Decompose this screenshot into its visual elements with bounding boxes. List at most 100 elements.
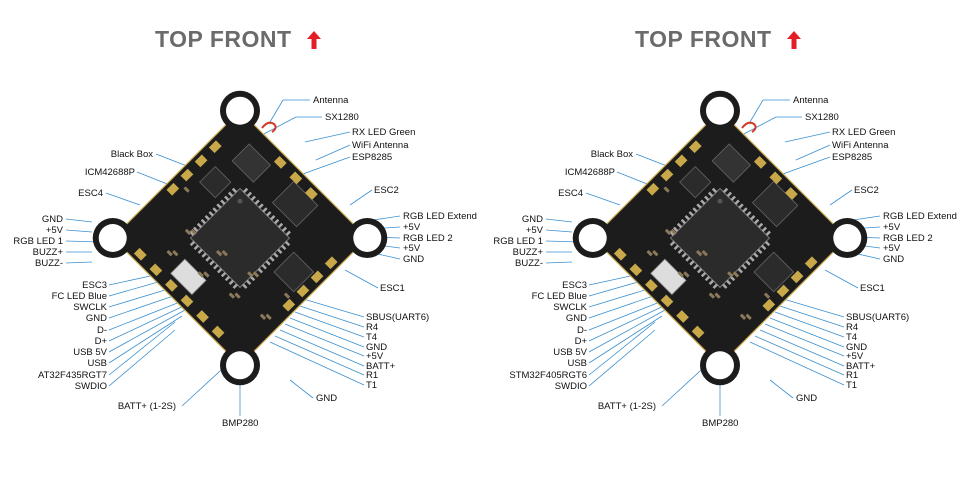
mount-hole: [98, 224, 127, 252]
label-gnd-l: GND: [521, 214, 543, 225]
connector: [650, 258, 687, 296]
mcu-pin: [281, 226, 288, 232]
leader-line: [545, 218, 573, 223]
passive-component: [228, 292, 236, 299]
label-buzz-plus: BUZZ+: [32, 247, 63, 258]
mcu-pin: [684, 215, 690, 221]
leader-line: [588, 321, 656, 376]
solder-pad: [785, 187, 798, 200]
mcu-pin: [734, 199, 740, 205]
mcu-pin: [688, 211, 694, 217]
solder-pad: [180, 294, 194, 308]
mcu-pin: [257, 268, 263, 274]
mcu-pin: [712, 283, 718, 289]
leader-line: [769, 379, 794, 399]
mcu-pin: [196, 222, 203, 229]
mcu-pin: [262, 207, 268, 213]
mcu-pin: [270, 215, 276, 221]
passive-component: [677, 271, 684, 278]
label-rgb-extend: RGB LED Extend: [883, 211, 957, 222]
mount-hole: [706, 96, 734, 125]
leader-line: [779, 297, 845, 318]
label-5v-r1: +5V: [403, 222, 421, 233]
leader-line: [108, 315, 183, 364]
panel-title: TOP FRONT: [635, 26, 772, 52]
leader-line: [299, 305, 365, 328]
label-buzz-minus: BUZZ-: [35, 258, 63, 269]
mcu-pin: [273, 218, 280, 225]
mcu-pin: [208, 211, 214, 217]
mcu-pin: [224, 195, 230, 201]
passive-component: [215, 250, 223, 257]
mcu-pin: [738, 203, 744, 209]
mcu-pin: [676, 222, 683, 229]
mcu-pin: [708, 279, 714, 286]
mcu-pin: [285, 230, 291, 236]
mcu-pin: [681, 252, 687, 258]
solder-pad: [613, 247, 627, 261]
label-icm42688p: ICM42688P: [84, 167, 135, 178]
connector: [170, 258, 207, 296]
solder-pad: [180, 168, 194, 182]
label-gnd-bottom: GND: [796, 393, 818, 404]
leader-line: [795, 144, 831, 161]
label-esc1: ESC1: [860, 283, 885, 294]
leader-line: [769, 317, 845, 348]
pcb-board: [92, 90, 388, 386]
mcu-pin: [757, 222, 764, 229]
label-gnd-b: GND: [366, 342, 388, 353]
mcu-pin: [217, 268, 223, 274]
leader-line: [294, 311, 365, 338]
mcu-pin: [764, 240, 771, 247]
passive-component: [739, 313, 747, 321]
mcu-pin: [192, 226, 199, 232]
mcu-pin: [277, 222, 284, 229]
label-5v-r1: +5V: [883, 222, 901, 233]
label-5v-r2: +5V: [883, 243, 901, 254]
solder-pad: [196, 310, 209, 323]
label-swclk: SWCLK: [73, 302, 107, 313]
leader-line: [588, 274, 636, 286]
label-gnd-r: GND: [883, 254, 905, 265]
leader-line: [289, 317, 365, 348]
flash-chip: [231, 143, 271, 183]
mcu-pin: [232, 283, 238, 289]
passive-component: [732, 271, 740, 278]
mcu-pin: [685, 256, 691, 262]
passive-component: [166, 250, 173, 257]
solder-pad: [674, 154, 688, 168]
leader-line: [304, 131, 351, 143]
label-r1: R1: [366, 370, 379, 381]
solder-pad: [273, 155, 287, 169]
label-esc3: ESC3: [82, 280, 107, 291]
mcu-pin: [205, 256, 211, 262]
board-diagram-right: TOP FRONT Antenna SX1280 RX LED Green Wi…: [480, 0, 960, 480]
mcu-pin: [193, 244, 199, 251]
leader-line: [759, 329, 845, 367]
mcu-pin: [220, 199, 226, 205]
passive-component: [745, 313, 752, 321]
passive-component: [701, 250, 708, 257]
mcu-pin: [266, 211, 272, 217]
leader-line: [749, 99, 764, 123]
mcu-pin: [726, 191, 733, 197]
passive-component: [670, 228, 677, 236]
leader-line: [299, 156, 351, 176]
mcu-pin: [761, 226, 768, 232]
mcu-chip: [669, 187, 771, 289]
label-bmp280: BMP280: [222, 418, 259, 429]
mcu-pin: [273, 252, 279, 258]
leader-line: [784, 131, 831, 143]
solder-pad: [762, 298, 776, 312]
mcu-pin: [700, 199, 706, 205]
leader-line: [588, 279, 646, 297]
label-esc4: ESC4: [558, 188, 583, 199]
leader-line: [108, 279, 166, 297]
leader-line: [108, 321, 176, 376]
solder-pad: [211, 325, 225, 339]
board-graphic: [65, 90, 401, 416]
leader-line: [261, 116, 297, 136]
label-5v-l: +5V: [525, 225, 543, 236]
mount-hole: [833, 224, 862, 252]
mcu-pin: [757, 248, 763, 254]
